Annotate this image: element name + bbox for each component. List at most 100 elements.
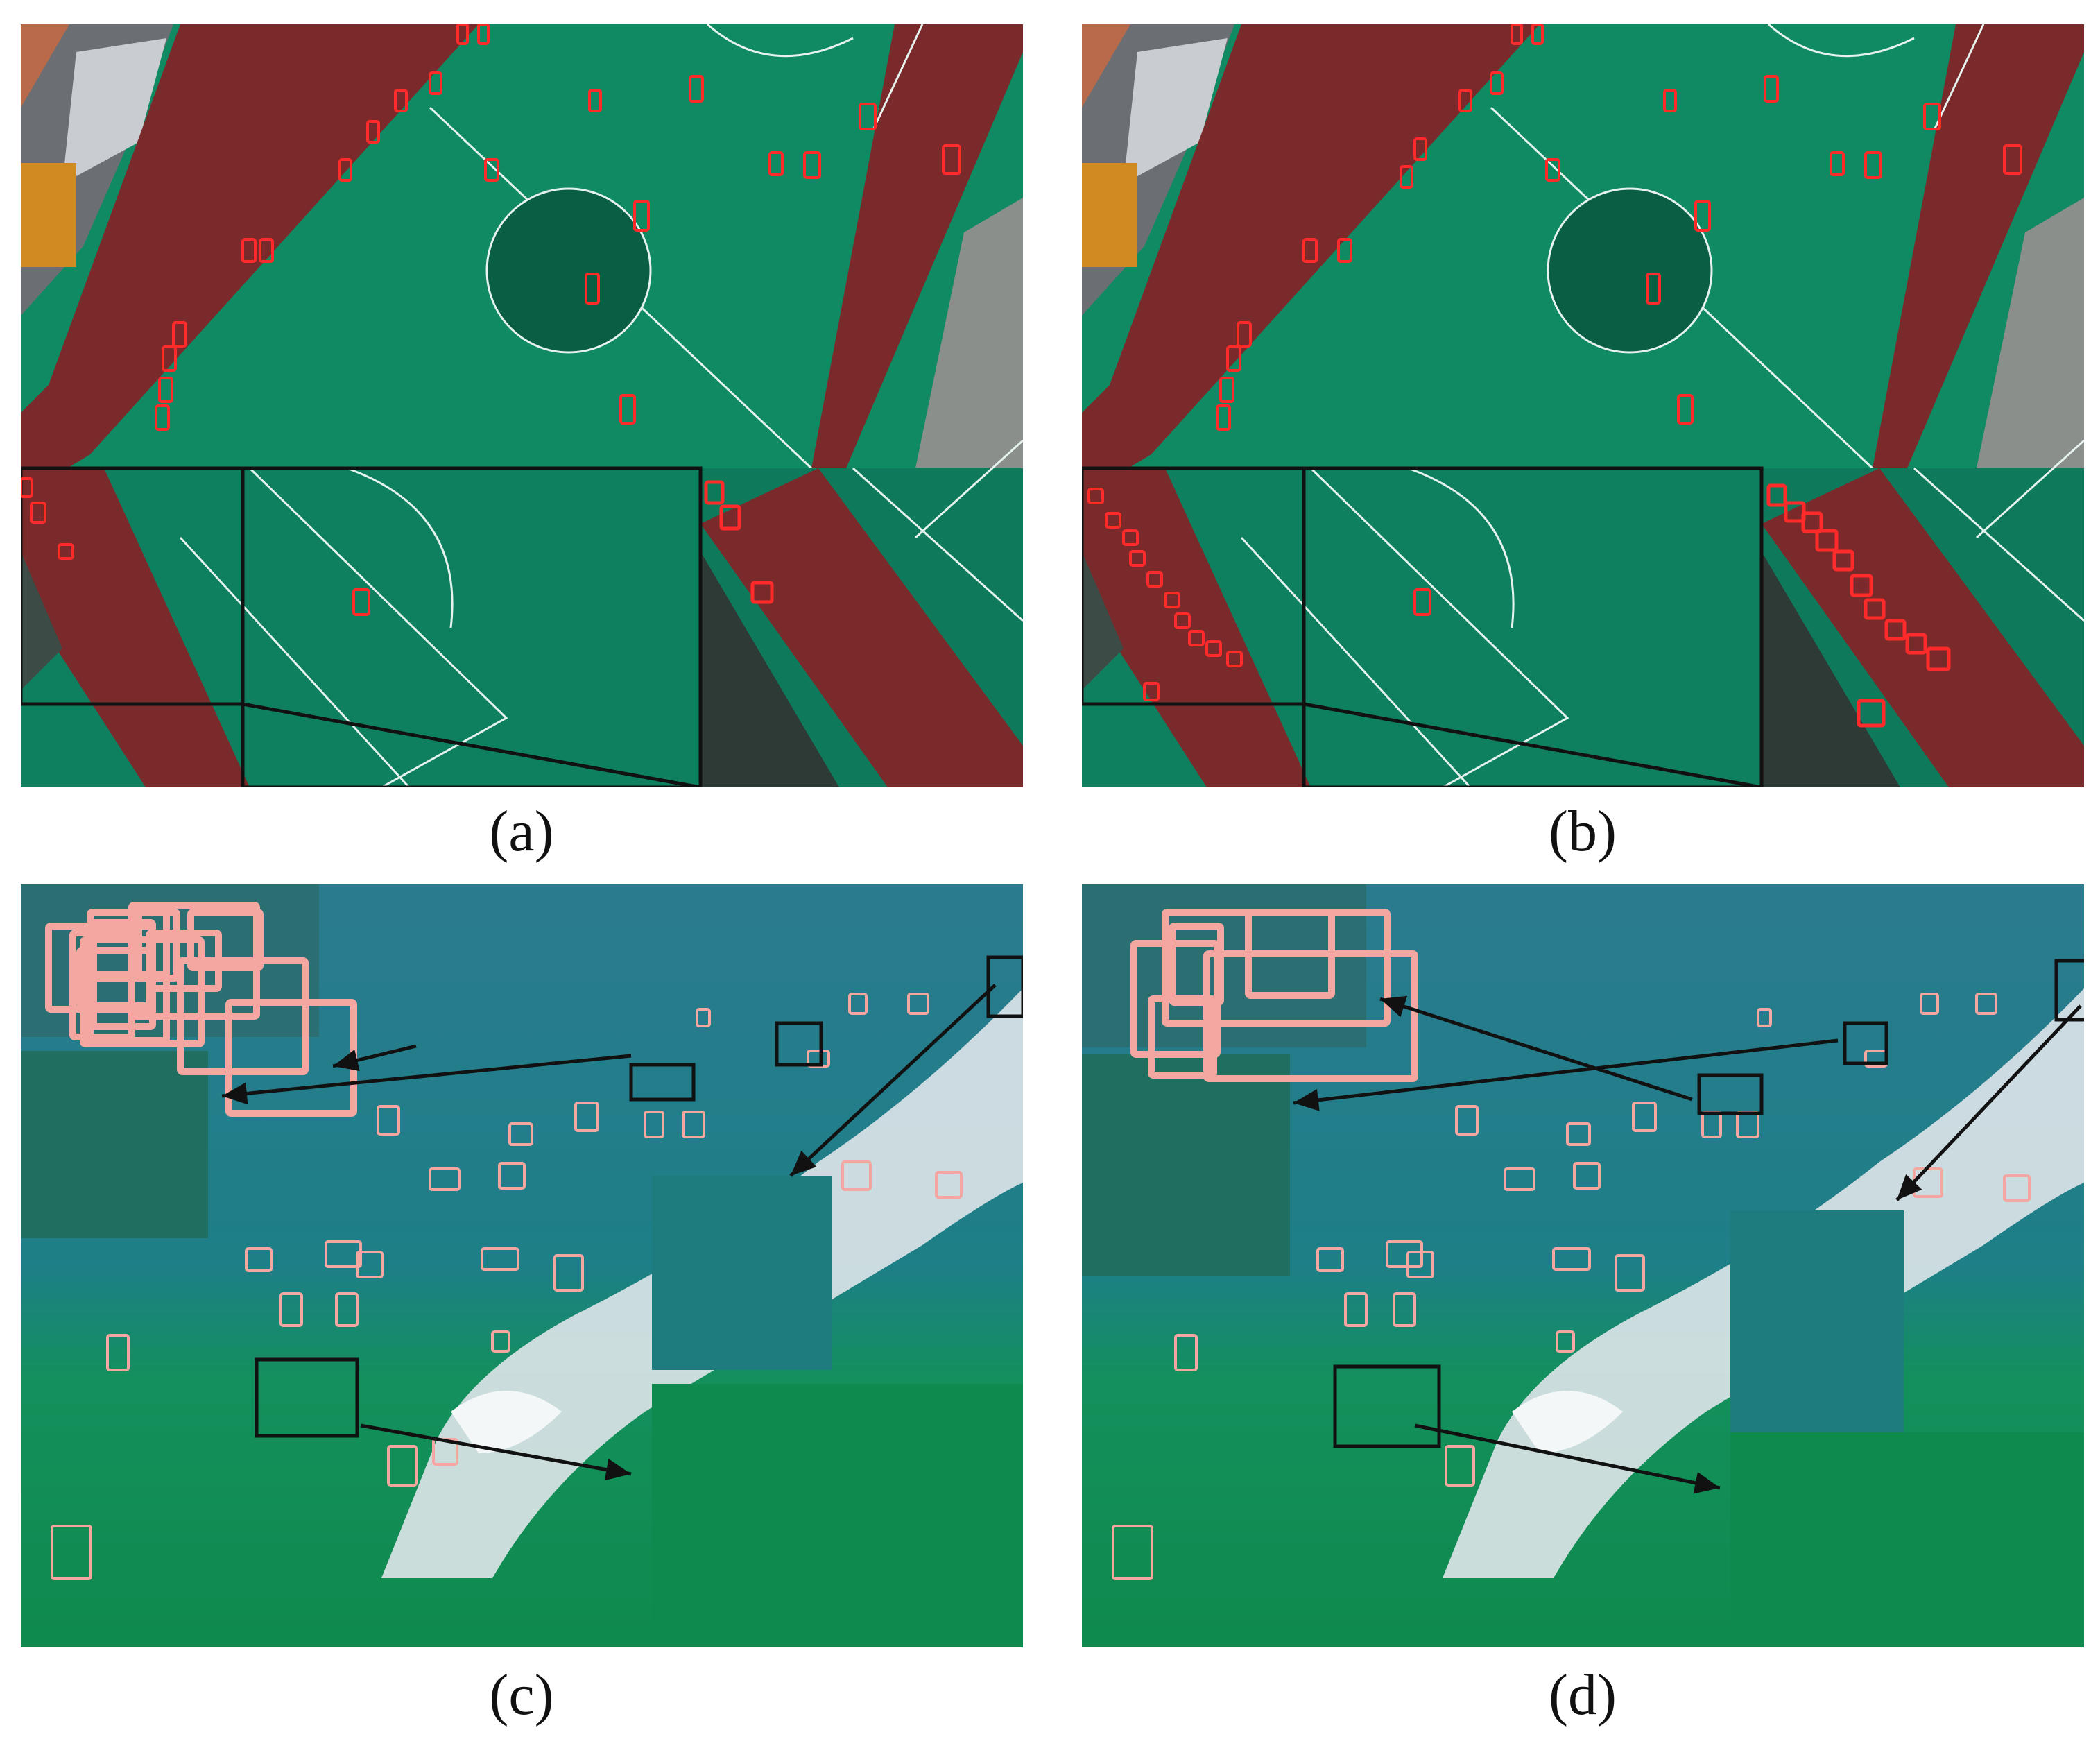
detection-box (177, 957, 309, 1075)
arrow-head-icon (1897, 1174, 1922, 1200)
detection-box (1400, 165, 1413, 189)
detection-box (1490, 71, 1504, 95)
zoom-arrow (1895, 1004, 2082, 1201)
zoom-source-frame (1333, 1364, 1441, 1448)
detection-box (1148, 995, 1217, 1079)
detection-box (394, 89, 408, 112)
detection-box (644, 1111, 664, 1138)
zoom-source-frame (629, 1063, 696, 1102)
detection-box (58, 543, 74, 560)
detection-box (335, 1292, 359, 1327)
detection-box (172, 321, 187, 348)
panel-b-caption: (b) (1549, 799, 1617, 864)
detection-box (162, 345, 177, 372)
detection-box (456, 24, 469, 45)
detection-box (1143, 682, 1160, 701)
inset-line-2 (179, 536, 411, 787)
detection-box (633, 200, 650, 232)
awning (1082, 163, 1137, 267)
inset-stands (21, 551, 62, 690)
inset-frame (1302, 466, 1764, 787)
inset-stands (1082, 551, 1124, 690)
detection-box (1302, 238, 1318, 263)
detection-box (51, 1525, 92, 1580)
detection-box (1764, 75, 1779, 103)
detection-box (387, 1445, 418, 1487)
detection-box (1174, 1334, 1198, 1371)
detection-box (1226, 345, 1241, 372)
detection-box (1445, 1445, 1475, 1487)
detection-box (1386, 1240, 1423, 1268)
detection-box (1920, 993, 1939, 1015)
detection-box (574, 1102, 599, 1132)
detection-box (1413, 588, 1431, 616)
detection-box (45, 923, 156, 1013)
detection-box (1237, 321, 1252, 348)
detection-box (768, 151, 784, 176)
arrow-head-icon (791, 1150, 817, 1176)
center-circle (1547, 187, 1713, 354)
detection-box (1458, 89, 1472, 112)
detection-box (338, 158, 352, 182)
detection-box (279, 1292, 303, 1327)
zoom-source-frame (1843, 1021, 1888, 1065)
detection-box (1344, 1292, 1368, 1327)
panel-d-caption: (d) (1549, 1663, 1617, 1727)
inset-frame (241, 466, 703, 787)
arrow-head-icon (1380, 995, 1408, 1018)
zoom-inset (1082, 1054, 1290, 1276)
center-circle (485, 187, 652, 354)
detection-box (1801, 511, 1823, 533)
detection-box (942, 144, 961, 175)
detection-box (1174, 612, 1191, 629)
detection-box (935, 1171, 963, 1199)
detection-box (1146, 571, 1163, 588)
goal-arc (707, 24, 854, 58)
detection-box (704, 480, 725, 505)
detection-box (619, 394, 636, 425)
detection-box (259, 238, 274, 263)
panel-b-image (1082, 24, 2084, 787)
arrow-head-icon (222, 1082, 248, 1105)
detection-box (508, 1122, 533, 1146)
detection-box (1531, 24, 1544, 45)
zoom-track (700, 468, 1023, 787)
zoom-line (1913, 467, 2084, 622)
zoom-line-2 (1975, 439, 2084, 539)
detection-box (1815, 529, 1839, 552)
building-facade (1124, 38, 1228, 184)
detection-box (689, 75, 704, 103)
detection-box (1857, 699, 1886, 728)
detection-box (352, 588, 370, 616)
zoom-connector (242, 702, 701, 787)
detection-box (498, 1162, 526, 1190)
detection-box (1122, 529, 1139, 546)
corner-area (1977, 198, 2084, 468)
detection-box (477, 24, 490, 45)
goal-arc (1768, 24, 1915, 58)
detection-box (803, 151, 821, 179)
detection-box (1219, 377, 1234, 403)
zoom-inset (652, 1384, 1023, 1647)
zoom-line-2 (914, 439, 1023, 539)
detection-box (1205, 640, 1222, 657)
detection-box (1406, 1251, 1434, 1278)
detection-box (1393, 1292, 1416, 1327)
detection-box (245, 1247, 273, 1272)
detection-box (325, 1240, 362, 1268)
detection-box (1188, 630, 1205, 646)
detection-box (1677, 394, 1694, 425)
detection-box (1884, 619, 1907, 641)
panel-c-image (21, 884, 1023, 1647)
side-line (1934, 24, 1985, 129)
side-line (872, 24, 924, 129)
zoom-arrow (1293, 1038, 1839, 1105)
zoom-arrow (789, 984, 997, 1177)
detection-box (1923, 103, 1941, 130)
awning (21, 163, 76, 267)
panel-a-caption: (a) (489, 799, 554, 864)
detection-box (585, 273, 600, 305)
detection-box (366, 120, 380, 144)
zoom-arrow (1414, 1423, 1721, 1490)
zoom-source-frame (1697, 1073, 1764, 1115)
